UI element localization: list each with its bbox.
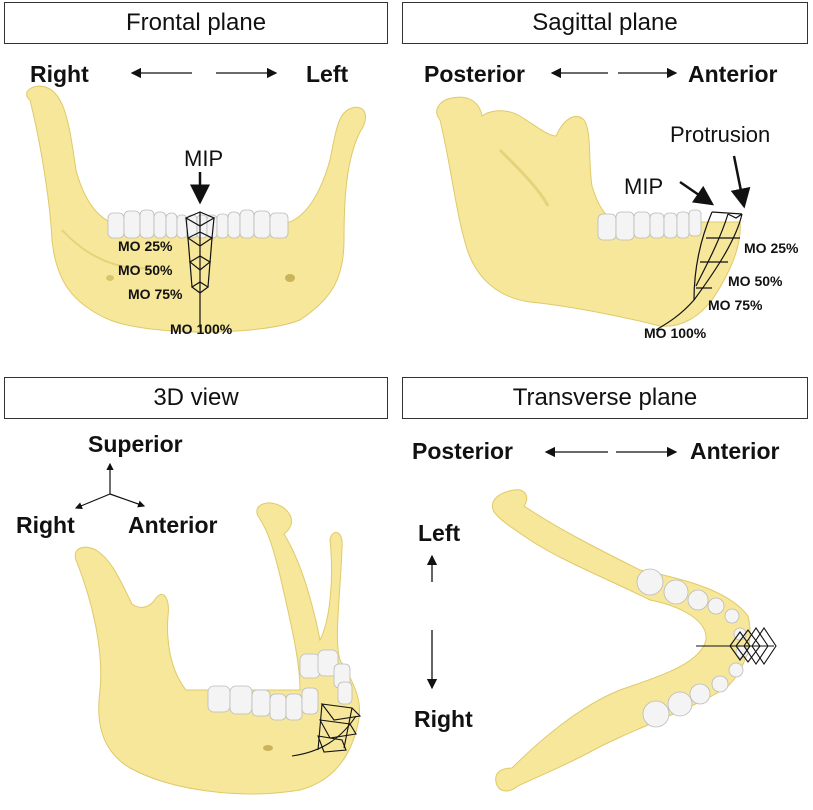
3d-mandible [74,502,362,795]
transverse-left-label: Left [418,520,461,546]
transverse-right-label: Right [414,706,473,732]
3d-axes [74,462,146,510]
transverse-posterior-label: Posterior [412,438,513,464]
sagittal-mo25-label: MO 25% [744,240,799,256]
sagittal-mo50-label: MO 50% [728,273,783,289]
sagittal-mip-label: MIP [624,174,664,199]
sagittal-plane-title: Sagittal plane [402,2,808,44]
3d-anterior-label: Anterior [128,512,218,538]
transverse-arrows [426,446,678,690]
sagittal-mo75-label: MO 75% [708,297,763,313]
transverse-plane-title: Transverse plane [402,377,808,419]
sagittal-anterior-label: Anterior [688,61,778,87]
frontal-mo100-label: MO 100% [170,321,233,337]
transverse-mandible [492,489,777,792]
sagittal-posterior-label: Posterior [424,61,525,87]
3d-superior-label: Superior [88,431,183,457]
frontal-mo75-label: MO 75% [128,286,183,302]
sagittal-mo100-label: MO 100% [644,325,707,341]
frontal-plane-title: Frontal plane [4,2,388,44]
frontal-mandible [26,85,367,333]
frontal-right-label: Right [30,61,89,87]
frontal-left-label: Left [306,61,349,87]
3d-right-label: Right [16,512,75,538]
frontal-mo50-label: MO 50% [118,262,173,278]
frontal-mip-label: MIP [184,146,224,171]
frontal-mo25-label: MO 25% [118,238,173,254]
sagittal-mandible [436,96,751,331]
transverse-anterior-label: Anterior [690,438,780,464]
sagittal-protrusion-label: Protrusion [670,122,771,147]
3d-view-title: 3D view [4,377,388,419]
